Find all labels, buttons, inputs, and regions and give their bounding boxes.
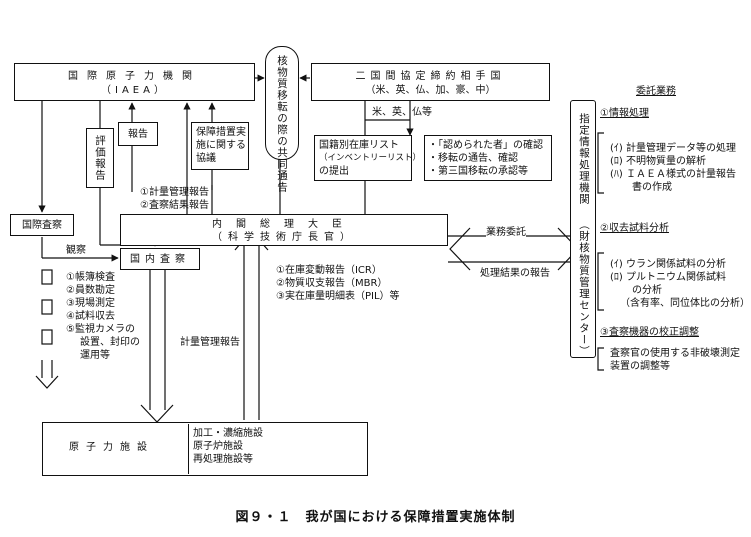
evaluation-report-label: 評価報告: [94, 135, 106, 181]
inspection-item: ⑤監視カメラの: [66, 324, 135, 335]
figure-caption: 図９・１ 我が国における保障措置実施体制: [235, 510, 516, 525]
inventory-list-box: 国籍別在庫リスト （インベントリーリスト） の提出: [314, 135, 421, 181]
operator-report-item: ②物質収支報告（MBR）: [276, 278, 388, 289]
prime-minister-name: 内閣総理大臣: [212, 219, 356, 230]
domestic-inspection-label: 国内査察: [130, 254, 190, 265]
info-processing-item: (ﾛ) 不明物質量の解析: [610, 156, 706, 167]
confirmation-item: ・移転の通告、確認: [428, 153, 518, 164]
partner-countries-name: 二国間協定締約相手国: [355, 71, 506, 82]
inspection-item: 設置、封印の: [80, 337, 140, 348]
evaluation-report-box: 評価報告: [86, 128, 114, 188]
partner-countries-box: 二国間協定締約相手国 （米、英、仏、加、豪、中）: [311, 63, 550, 101]
nuclear-facility-name: 原子力施設: [69, 442, 154, 453]
processing-result-label: 処理結果の報告: [480, 268, 550, 279]
designated-center-name: 指定情報処理機関: [578, 113, 590, 205]
prime-minister-sub: （科学技術庁長官）: [212, 232, 356, 243]
operator-report-item: ③実在庫量明細表（PIL）等: [276, 291, 400, 302]
accounting-report-label: 計量管理報告: [180, 337, 240, 348]
sample-analysis-heading: ②収去試料分析: [600, 223, 669, 234]
safeguards-agreement-box: 保障措置実施に関する協議: [191, 122, 249, 170]
observation-label: 観察: [66, 245, 86, 256]
confirmation-item: ・「認められた者」の確認: [428, 140, 543, 151]
equipment-calibration-item: 装置の調整等: [610, 361, 670, 372]
info-processing-heading: ①情報処理: [600, 108, 649, 119]
iaea-name: 国際原子力機関: [68, 71, 201, 82]
equipment-calibration-heading: ③査察機器の校正調整: [600, 327, 699, 338]
report-to-iaea-item: ①計量管理報告: [140, 187, 209, 198]
prime-minister-box: 内閣総理大臣 （科学技術庁長官）: [120, 214, 448, 246]
equipment-calibration-item: 査察官の使用する非破壊測定: [610, 348, 740, 359]
nuclear-facility-inner-box: [188, 424, 189, 474]
nuclear-facility-type: 再処理施設等: [193, 454, 253, 465]
domestic-inspection-box: 国内査察: [120, 248, 200, 270]
inspection-item: ②員数勘定: [66, 285, 115, 296]
transfer-notice-label: 核物質移転の際の共同通告: [276, 55, 288, 193]
partner-countries-label: 米、英、仏等: [372, 107, 432, 118]
report-to-iaea-item: ②査察結果報告: [140, 200, 209, 211]
info-processing-item: (ﾊ) ＩＡＥＡ様式の計量報告: [610, 169, 736, 180]
inspection-item: 運用等: [80, 350, 110, 361]
iaea-abbr: （IAEA）: [101, 85, 168, 96]
operator-report-item: ①在庫変動報告（ICR）: [276, 265, 382, 276]
nuclear-facility-type: 加工・濃縮施設: [193, 428, 263, 439]
transfer-notice-box: 核物質移転の際の共同通告: [265, 46, 299, 193]
info-processing-item: 書の作成: [632, 182, 672, 193]
nuclear-facility-type: 原子炉施設: [193, 441, 243, 452]
designated-center-sub: （財核物質管理センター）: [578, 219, 590, 357]
international-inspection-label: 国際査察: [22, 220, 62, 231]
inspection-item: ④試料収去: [66, 311, 115, 322]
inspection-item: ①帳簿検査: [66, 272, 115, 283]
sample-analysis-item: の分析: [632, 285, 662, 296]
international-inspection-box: 国際査察: [10, 214, 74, 236]
business-commission-label: 業務委託: [486, 226, 526, 239]
sample-analysis-item: (ｲ) ウラン関係試料の分析: [610, 259, 726, 270]
nuclear-facility-box: 原子力施設 加工・濃縮施設 原子炉施設 再処理施設等: [42, 422, 368, 476]
report-box: 報告: [118, 122, 158, 146]
commissioned-work-title: 委託業務: [636, 86, 676, 97]
inventory-list-line1: 国籍別在庫リスト: [319, 140, 399, 151]
inspection-item: ③現場測定: [66, 298, 115, 309]
designated-center-box: 指定情報処理機関 （財核物質管理センター）: [570, 100, 596, 358]
inventory-list-line2: （インベントリーリスト）: [319, 153, 422, 163]
safeguards-agreement-label: 保障措置実施に関する協議: [196, 127, 246, 164]
confirmations-box: ・「認められた者」の確認 ・移転の通告、確認 ・第三国移転の承認等: [424, 135, 552, 181]
info-processing-item: (ｲ) 計量管理データ等の処理: [610, 143, 736, 154]
sample-analysis-item: （含有率、同位体比の分析）: [620, 298, 750, 309]
partner-countries-list: （米、英、仏、加、豪、中）: [365, 85, 496, 96]
confirmation-item: ・第三国移転の承認等: [428, 166, 528, 177]
sample-analysis-item: (ﾛ) プルトニウム関係試料: [610, 272, 726, 283]
inventory-list-line3: の提出: [319, 166, 349, 177]
iaea-box: 国際原子力機関 （IAEA）: [14, 63, 255, 101]
report-label: 報告: [128, 129, 148, 140]
